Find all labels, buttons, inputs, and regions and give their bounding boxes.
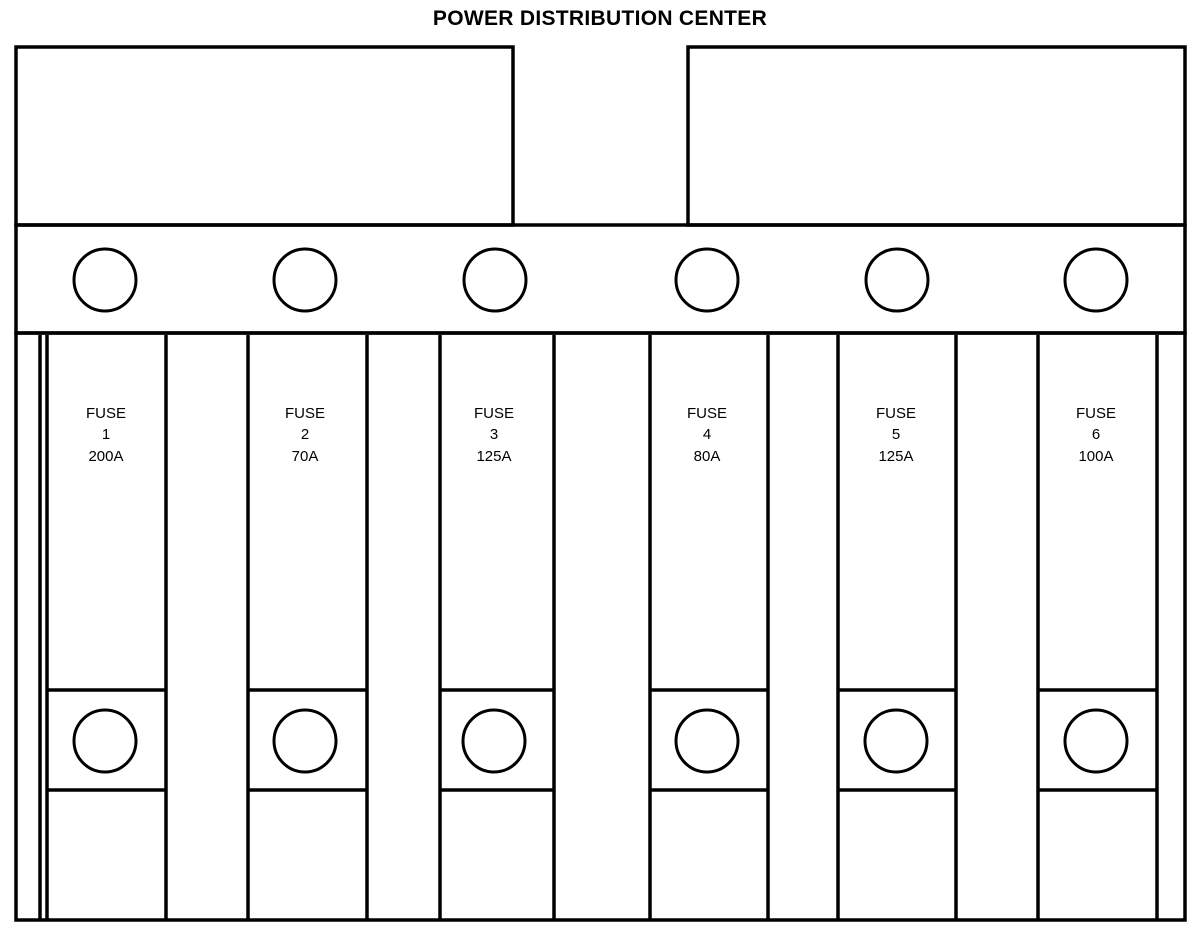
fuse-1-terminal	[72, 708, 138, 774]
busbar-group	[14, 223, 1187, 335]
fuse-5-label: FUSE 5 125A	[836, 403, 956, 467]
fuse-2-rating: 70A	[291, 447, 319, 465]
top-enclosure-group	[14, 45, 1187, 227]
fuse-5-rating: 125A	[878, 447, 914, 465]
fuse-1-name: FUSE	[85, 405, 126, 422]
fuse-4-label: FUSE 4 80A	[647, 403, 767, 467]
fuse-5-number: 5	[891, 426, 901, 444]
fuse-slot-3[interactable]	[438, 335, 556, 920]
fuse-slot-6[interactable]	[1036, 335, 1159, 920]
fuse-3-label: FUSE 3 125A	[434, 403, 554, 467]
fuse-4-terminal	[674, 708, 740, 774]
fuse-slot-2[interactable]	[246, 335, 369, 920]
fuse-2-number: 2	[300, 426, 310, 444]
busbar-terminal-5	[864, 247, 930, 313]
diagram-title: POWER DISTRIBUTION CENTER	[432, 7, 768, 30]
fuse-3-terminal	[461, 708, 527, 774]
busbar-terminal-2	[272, 247, 338, 313]
fuse-1-label: FUSE 1 200A	[46, 403, 166, 467]
fuse-2-name: FUSE	[284, 405, 325, 422]
busbar-terminal-1	[72, 247, 138, 313]
fuse-3-rating: 125A	[476, 447, 512, 465]
fuse-4-rating: 80A	[693, 447, 721, 465]
fuse-4-number: 4	[702, 426, 712, 444]
fuse-1-rating: 200A	[88, 447, 124, 465]
fuse-5-terminal	[863, 708, 929, 774]
fuse-slot-4[interactable]	[648, 335, 770, 920]
fuse-1-number: 1	[101, 426, 111, 444]
lower-body-group	[14, 331, 1187, 922]
fuse-2-terminal	[272, 708, 338, 774]
lower-body-outline	[14, 331, 1187, 922]
fuse-2-label: FUSE 2 70A	[245, 403, 365, 467]
fuse-3-name: FUSE	[473, 405, 514, 422]
fuse-6-rating: 100A	[1078, 447, 1114, 465]
fuse-6-terminal	[1063, 708, 1129, 774]
fuse-slot-1[interactable]	[45, 335, 168, 920]
left-enclosure	[14, 45, 515, 227]
busbar-terminal-6	[1063, 247, 1129, 313]
fuse-6-label: FUSE 6 100A	[1036, 403, 1156, 467]
fuse-6-name: FUSE	[1075, 405, 1116, 422]
busbar	[14, 223, 1187, 335]
right-enclosure	[686, 45, 1187, 227]
fuse-4-name: FUSE	[686, 405, 727, 422]
busbar-terminal-4	[674, 247, 740, 313]
busbar-terminal-3	[462, 247, 528, 313]
fuse-5-name: FUSE	[875, 405, 916, 422]
fuse-6-number: 6	[1091, 426, 1101, 444]
fuse-slot-5[interactable]	[836, 335, 958, 920]
fuse-3-number: 3	[489, 426, 499, 444]
